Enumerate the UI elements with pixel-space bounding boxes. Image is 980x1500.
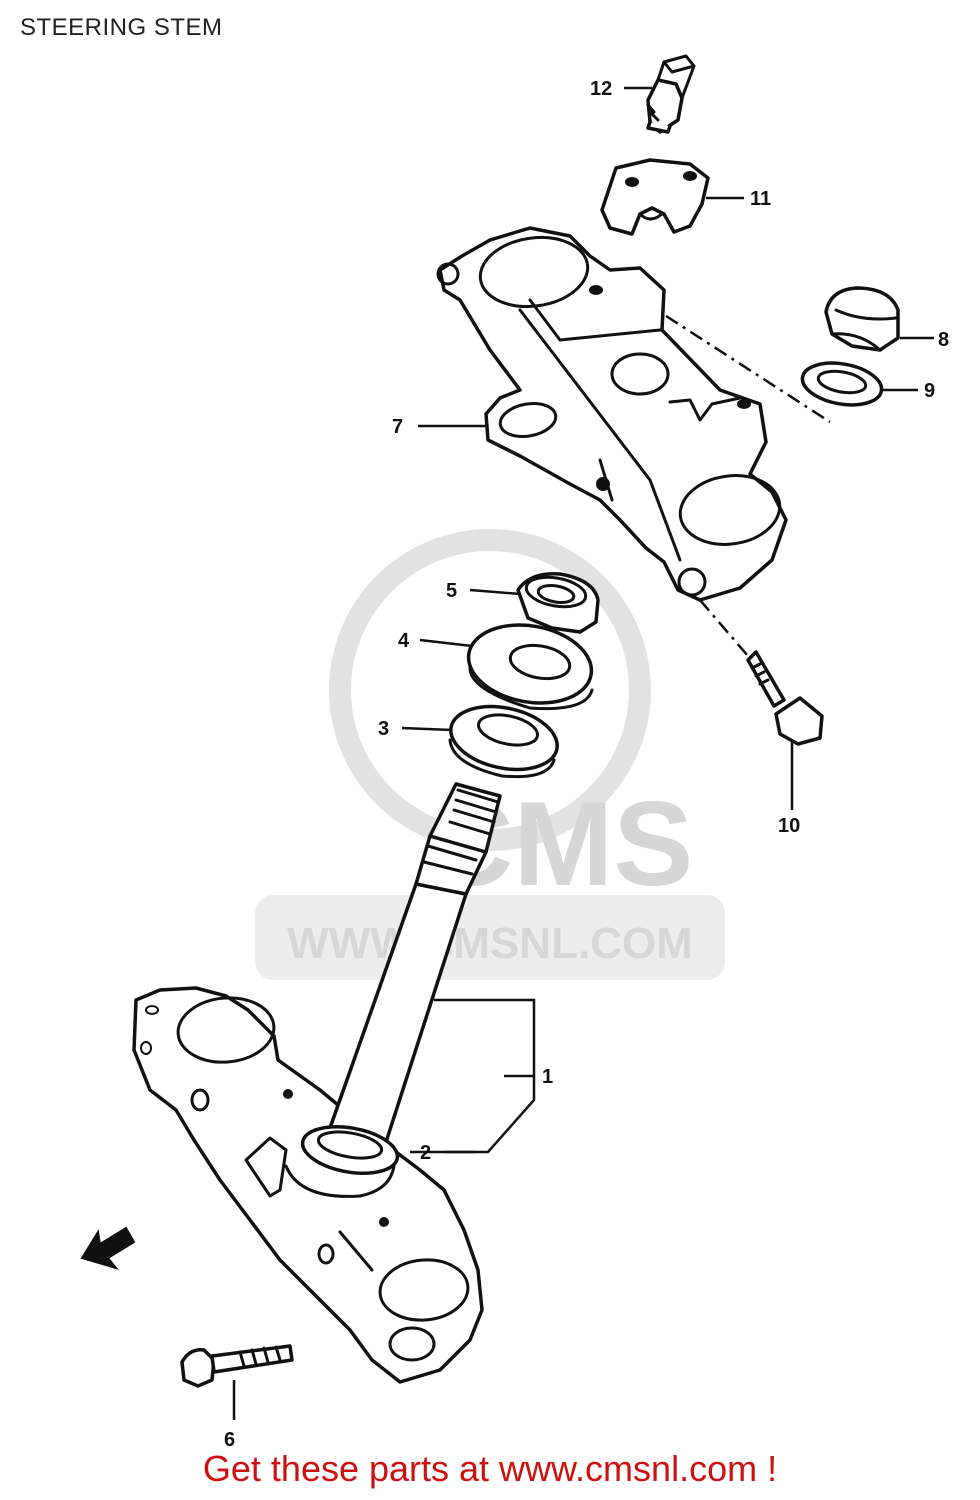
callout-8: 8 [938, 329, 949, 351]
front-direction-arrow-icon [80, 1226, 136, 1270]
part-12-bolt [646, 54, 696, 134]
part-11-handlebar-holder [600, 158, 710, 236]
callout-12: 12 [590, 78, 612, 100]
part-6-bolt [180, 1344, 294, 1388]
part-7-upper-bracket [436, 226, 788, 602]
callout-9: 9 [924, 380, 935, 402]
callout-2: 2 [420, 1142, 431, 1164]
callout-10: 10 [778, 815, 800, 837]
footer-link-text[interactable]: Get these parts at www.cmsnl.com ! [202, 1448, 778, 1489]
callout-6: 6 [224, 1429, 235, 1451]
part-3-bearing [448, 704, 559, 779]
diagram-title: STEERING STEM [20, 14, 223, 41]
leader-lines [232, 86, 934, 1420]
callout-1: 1 [542, 1066, 553, 1088]
alignment-line-top [665, 314, 831, 424]
callout-11: 11 [750, 188, 771, 210]
part-5-steering-nut [516, 572, 600, 634]
part-1-steering-stem [132, 782, 502, 1384]
part-8-cap-nut [824, 286, 900, 352]
watermark-url: WWW.CMSNL.COM [287, 919, 693, 968]
part-10-bolt [746, 650, 824, 746]
part-9-washer [800, 361, 884, 407]
callout-5: 5 [446, 580, 457, 602]
callout-4: 4 [398, 630, 410, 652]
alignment-line-bolt [699, 599, 749, 657]
callout-3: 3 [378, 718, 389, 740]
callout-7: 7 [392, 416, 403, 438]
part-4-washer [466, 623, 594, 711]
